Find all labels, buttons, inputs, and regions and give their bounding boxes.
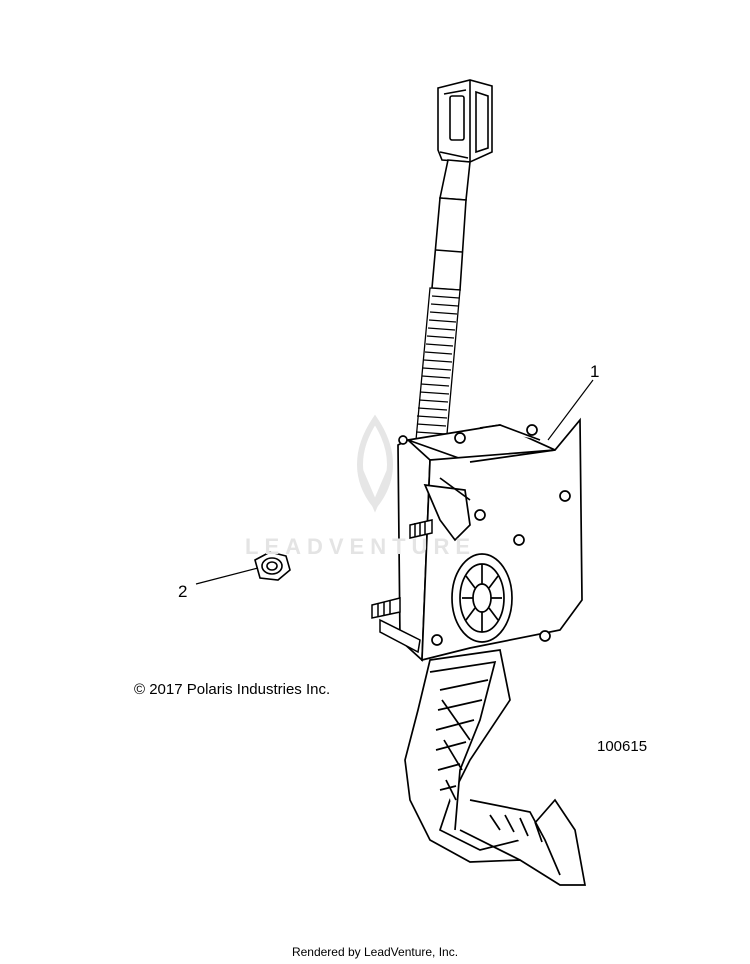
callout-label-1: 1 (590, 362, 600, 381)
leader-lines (195, 379, 594, 585)
copyright-text: © 2017 Polaris Industries Inc. (134, 681, 331, 698)
pedal-arm (404, 649, 587, 886)
leader-line-1 (547, 379, 594, 441)
footer-credit: Rendered by LeadVenture, Inc. (291, 945, 459, 959)
pedal-sensor-housing (397, 417, 583, 662)
callout-label-2: 2 (178, 582, 188, 601)
figure-number: 100615 (597, 738, 648, 755)
mounting-studs (371, 519, 433, 654)
watermark-text: LEADVENTURE (245, 534, 477, 559)
leader-line-2 (195, 567, 259, 585)
connector-plug (437, 79, 493, 163)
flange-nut (254, 551, 291, 581)
corrugated-conduit (415, 287, 461, 446)
cable-stem (431, 159, 471, 291)
watermark-logo-icon (357, 414, 393, 513)
